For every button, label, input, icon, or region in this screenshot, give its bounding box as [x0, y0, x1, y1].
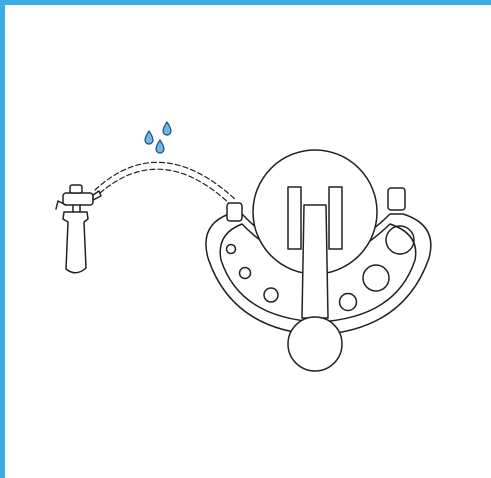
droplet-icon — [162, 121, 172, 136]
cover-slot-left — [287, 186, 302, 250]
spray-bottle — [55, 184, 102, 274]
cover-slot-right — [328, 186, 343, 250]
tray-holes — [225, 225, 415, 312]
knob — [287, 316, 343, 372]
droplet-icon — [155, 139, 165, 154]
water-droplets — [144, 121, 172, 154]
post-arm — [301, 204, 329, 319]
droplet-icon — [144, 130, 154, 145]
spray-path — [94, 161, 237, 206]
